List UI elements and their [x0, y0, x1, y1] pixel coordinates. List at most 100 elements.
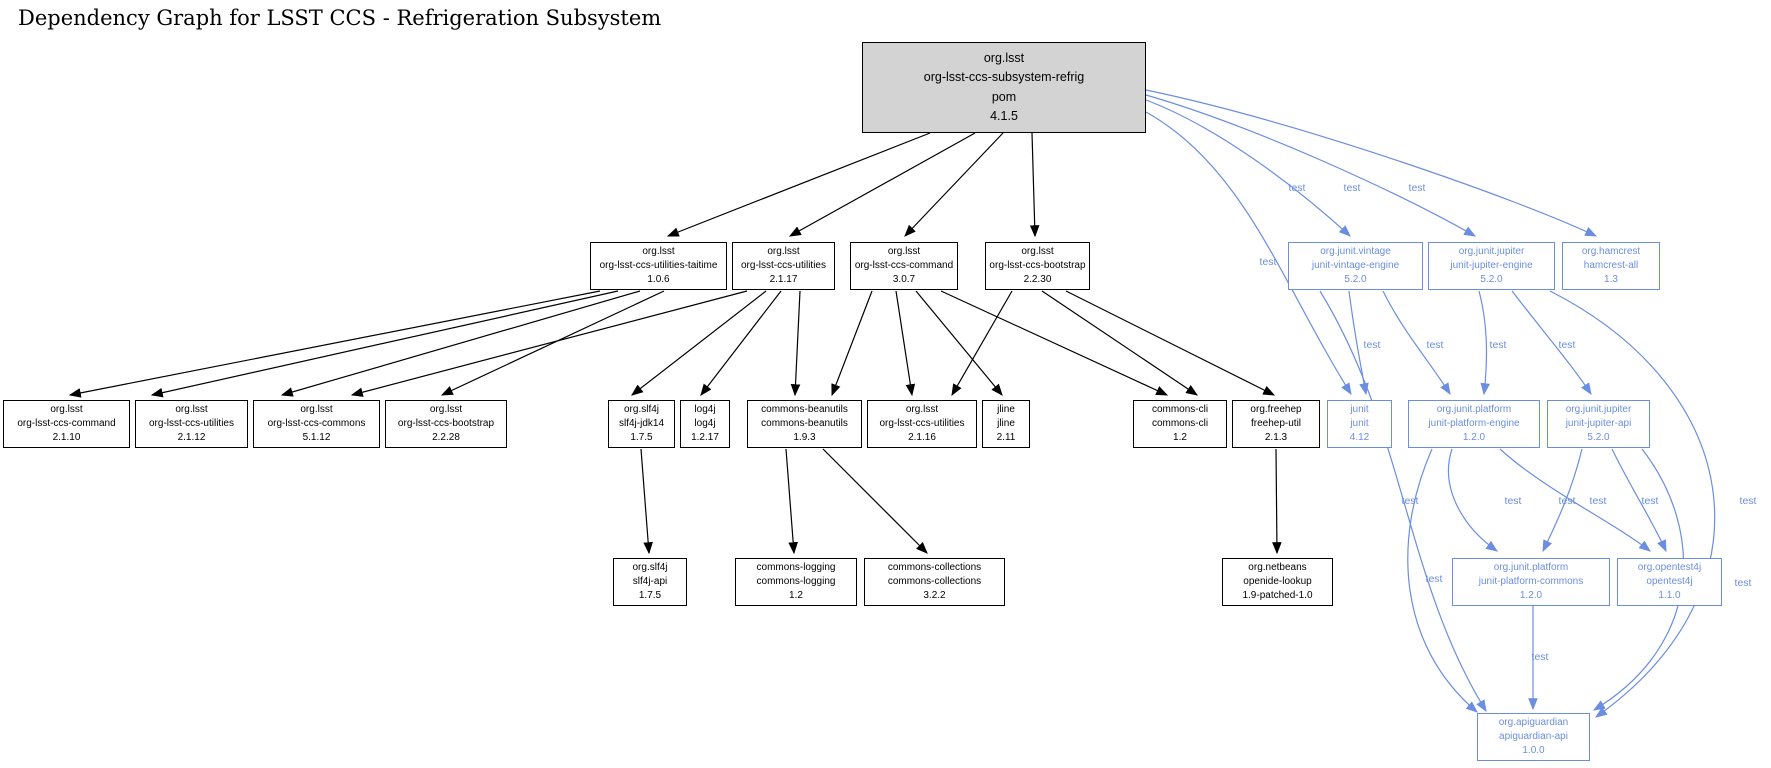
node-version: 5.1.12: [302, 432, 331, 444]
edge-platformengine-platform-commons: [1447, 448, 1498, 552]
node-version: 1.2: [1173, 432, 1187, 444]
node-group: org.lsst: [983, 50, 1025, 65]
node-slf4j-jdk14: org.slf4j slf4j-jdk14 1.7.5: [608, 400, 675, 448]
node-packaging: pom: [991, 89, 1017, 104]
node-org-lsst-ccs-commons: org.lsst org-lsst-ccs-commons 5.1.12: [253, 400, 380, 448]
node-version: 1.2: [789, 590, 803, 602]
node-junit-platform-commons: org.junit.platform junit-platform-common…: [1452, 558, 1610, 606]
node-group: org.hamcrest: [1581, 245, 1641, 257]
node-group: org.netbeans: [1248, 561, 1307, 573]
node-group: org.lsst: [300, 403, 333, 415]
node-artifact: commons-beanutils: [761, 417, 848, 429]
node-artifact: org-lsst-ccs-bootstrap: [397, 417, 495, 429]
node-version: 5.2.0: [1587, 432, 1610, 444]
node-artifact: slf4j-api: [632, 575, 668, 587]
node-group: org.lsst: [642, 245, 675, 257]
node-group: org.slf4j: [623, 403, 659, 415]
node-commons-beanutils: commons-beanutils commons-beanutils 1.9.…: [747, 400, 862, 448]
node-openide-lookup: org.netbeans openide-lookup 1.9-patched-…: [1222, 558, 1333, 606]
edge-root-vintage-engine: [1145, 99, 1351, 237]
node-commons-cli: commons-cli commons-cli 1.2: [1133, 400, 1227, 448]
node-version: 1.7.5: [638, 590, 662, 602]
edge-utilities17-slf4j-jdk14: [631, 290, 767, 396]
node-version: 1.1.0: [1658, 590, 1681, 602]
edge-taitime-bootstrap-2-2-28: [440, 290, 665, 396]
node-group: org.junit.jupiter: [1458, 245, 1525, 257]
edge-utilities17-beanutils: [790, 290, 801, 397]
node-group: org.lsst: [767, 245, 800, 257]
edge-label-test: test: [1260, 256, 1277, 268]
node-version: 3.0.7: [892, 274, 916, 286]
edge-label-test: test: [1559, 339, 1576, 351]
edge-platformengine-opentest4j: [1499, 448, 1651, 552]
node-group: org.apiguardian: [1498, 716, 1569, 728]
edge-root-jupiter-engine: [1145, 94, 1477, 237]
node-group: org.lsst: [887, 245, 921, 257]
node-org-lsst-ccs-command-2-1-10: org.lsst org-lsst-ccs-command 2.1.10: [3, 400, 130, 448]
edge-label-test: test: [1402, 495, 1419, 507]
node-junit-vintage-engine: org.junit.vintage junit-vintage-engine 5…: [1288, 242, 1423, 290]
edge-root-bootstrap-2-2-30: [1029, 132, 1040, 238]
node-artifact: hamcrest-all: [1583, 259, 1639, 271]
node-version: 1.2.17: [691, 432, 719, 444]
edge-label-test: test: [1532, 651, 1549, 663]
node-org-lsst-ccs-utilities-2-1-16: org.lsst org-lsst-ccs-utilities 2.1.16: [867, 400, 977, 448]
node-artifact: junit-jupiter-engine: [1450, 259, 1533, 271]
node-version: 1.9-patched-1.0: [1242, 590, 1313, 602]
edge-command307-jline: [915, 290, 1003, 396]
node-version: 4.12: [1349, 432, 1370, 444]
node-version: 1.0.0: [1522, 745, 1545, 757]
node-artifact: org-lsst-ccs-utilities: [148, 417, 234, 429]
node-artifact: org-lsst-ccs-bootstrap: [989, 259, 1086, 271]
node-group: junit: [1350, 403, 1369, 415]
node-artifact: commons-collections: [887, 575, 982, 587]
node-version: 5.2.0: [1480, 274, 1503, 286]
node-version: 2.2.30: [1023, 274, 1052, 286]
node-artifact: junit: [1350, 417, 1369, 429]
node-version: 1.0.6: [647, 274, 670, 286]
node-group: org.lsst: [50, 403, 83, 415]
edge-label-test: test: [1426, 573, 1443, 585]
edge-vintage-apiguardian: [1319, 290, 1487, 713]
node-artifact: org-lsst-ccs-commons: [267, 417, 366, 429]
node-version: 4.1.5: [990, 108, 1018, 123]
node-artifact: commons-logging: [756, 575, 836, 587]
node-group: commons-beanutils: [761, 403, 848, 415]
edge-jupiterengine-apiguardian: [1549, 290, 1716, 718]
node-commons-logging: commons-logging commons-logging 1.2: [735, 558, 857, 606]
edge-label-test: test: [1490, 339, 1507, 351]
node-org-lsst-ccs-command-3-0-7: org.lsst org-lsst-ccs-command 3.0.7: [850, 242, 958, 290]
node-version: 3.2.2: [923, 590, 946, 602]
node-junit-platform-engine: org.junit.platform junit-platform-engine…: [1408, 400, 1540, 448]
edge-slf4jjdk14-slf4j-api: [640, 448, 653, 555]
node-version: 5.2.0: [1344, 274, 1367, 286]
node-artifact: slf4j-jdk14: [618, 417, 665, 429]
edge-utilities17-log4j: [700, 290, 782, 396]
node-group: jline: [997, 403, 1015, 415]
edge-beanutils-commons-collections: [822, 448, 928, 554]
node-jline: jline jline 2.11: [982, 400, 1030, 448]
node-opentest4j: org.opentest4j opentest4j 1.1.0: [1617, 558, 1722, 606]
node-version: 1.7.5: [630, 432, 653, 444]
edge-freehep-openide-lookup: [1272, 448, 1282, 555]
node-version: 2.1.12: [177, 432, 206, 444]
edge-label-test: test: [1409, 182, 1426, 194]
node-version: 2.1.3: [1264, 432, 1288, 444]
node-org-lsst-ccs-bootstrap-2-2-30: org.lsst org-lsst-ccs-bootstrap 2.2.30: [985, 242, 1090, 290]
node-artifact: jline: [997, 417, 1015, 429]
edge-utilities17-ccs-commons: [350, 290, 748, 397]
node-junit-jupiter-engine: org.junit.jupiter junit-jupiter-engine 5…: [1428, 242, 1555, 290]
node-org-lsst-ccs-utilities-2-1-12: org.lsst org-lsst-ccs-utilities 2.1.12: [135, 400, 248, 448]
node-artifact: apiguardian-api: [1499, 730, 1568, 742]
node-commons-collections: commons-collections commons-collections …: [864, 558, 1005, 606]
node-group: org.freehep: [1250, 403, 1302, 415]
edge-jupiterapi-opentest4j: [1611, 448, 1667, 553]
edge-jupiterapi-platform-commons: [1542, 448, 1583, 553]
node-org-lsst-ccs-subsystem-refrig: org.lsst org-lsst-ccs-subsystem-refrig p…: [862, 42, 1146, 133]
edge-label-test: test: [1364, 339, 1381, 351]
edge-label-test: test: [1559, 495, 1576, 507]
edge-label-test: test: [1590, 495, 1607, 507]
node-artifact: junit-platform-commons: [1478, 575, 1584, 587]
edge-bootstrap230-freehep-util: [1065, 290, 1276, 396]
